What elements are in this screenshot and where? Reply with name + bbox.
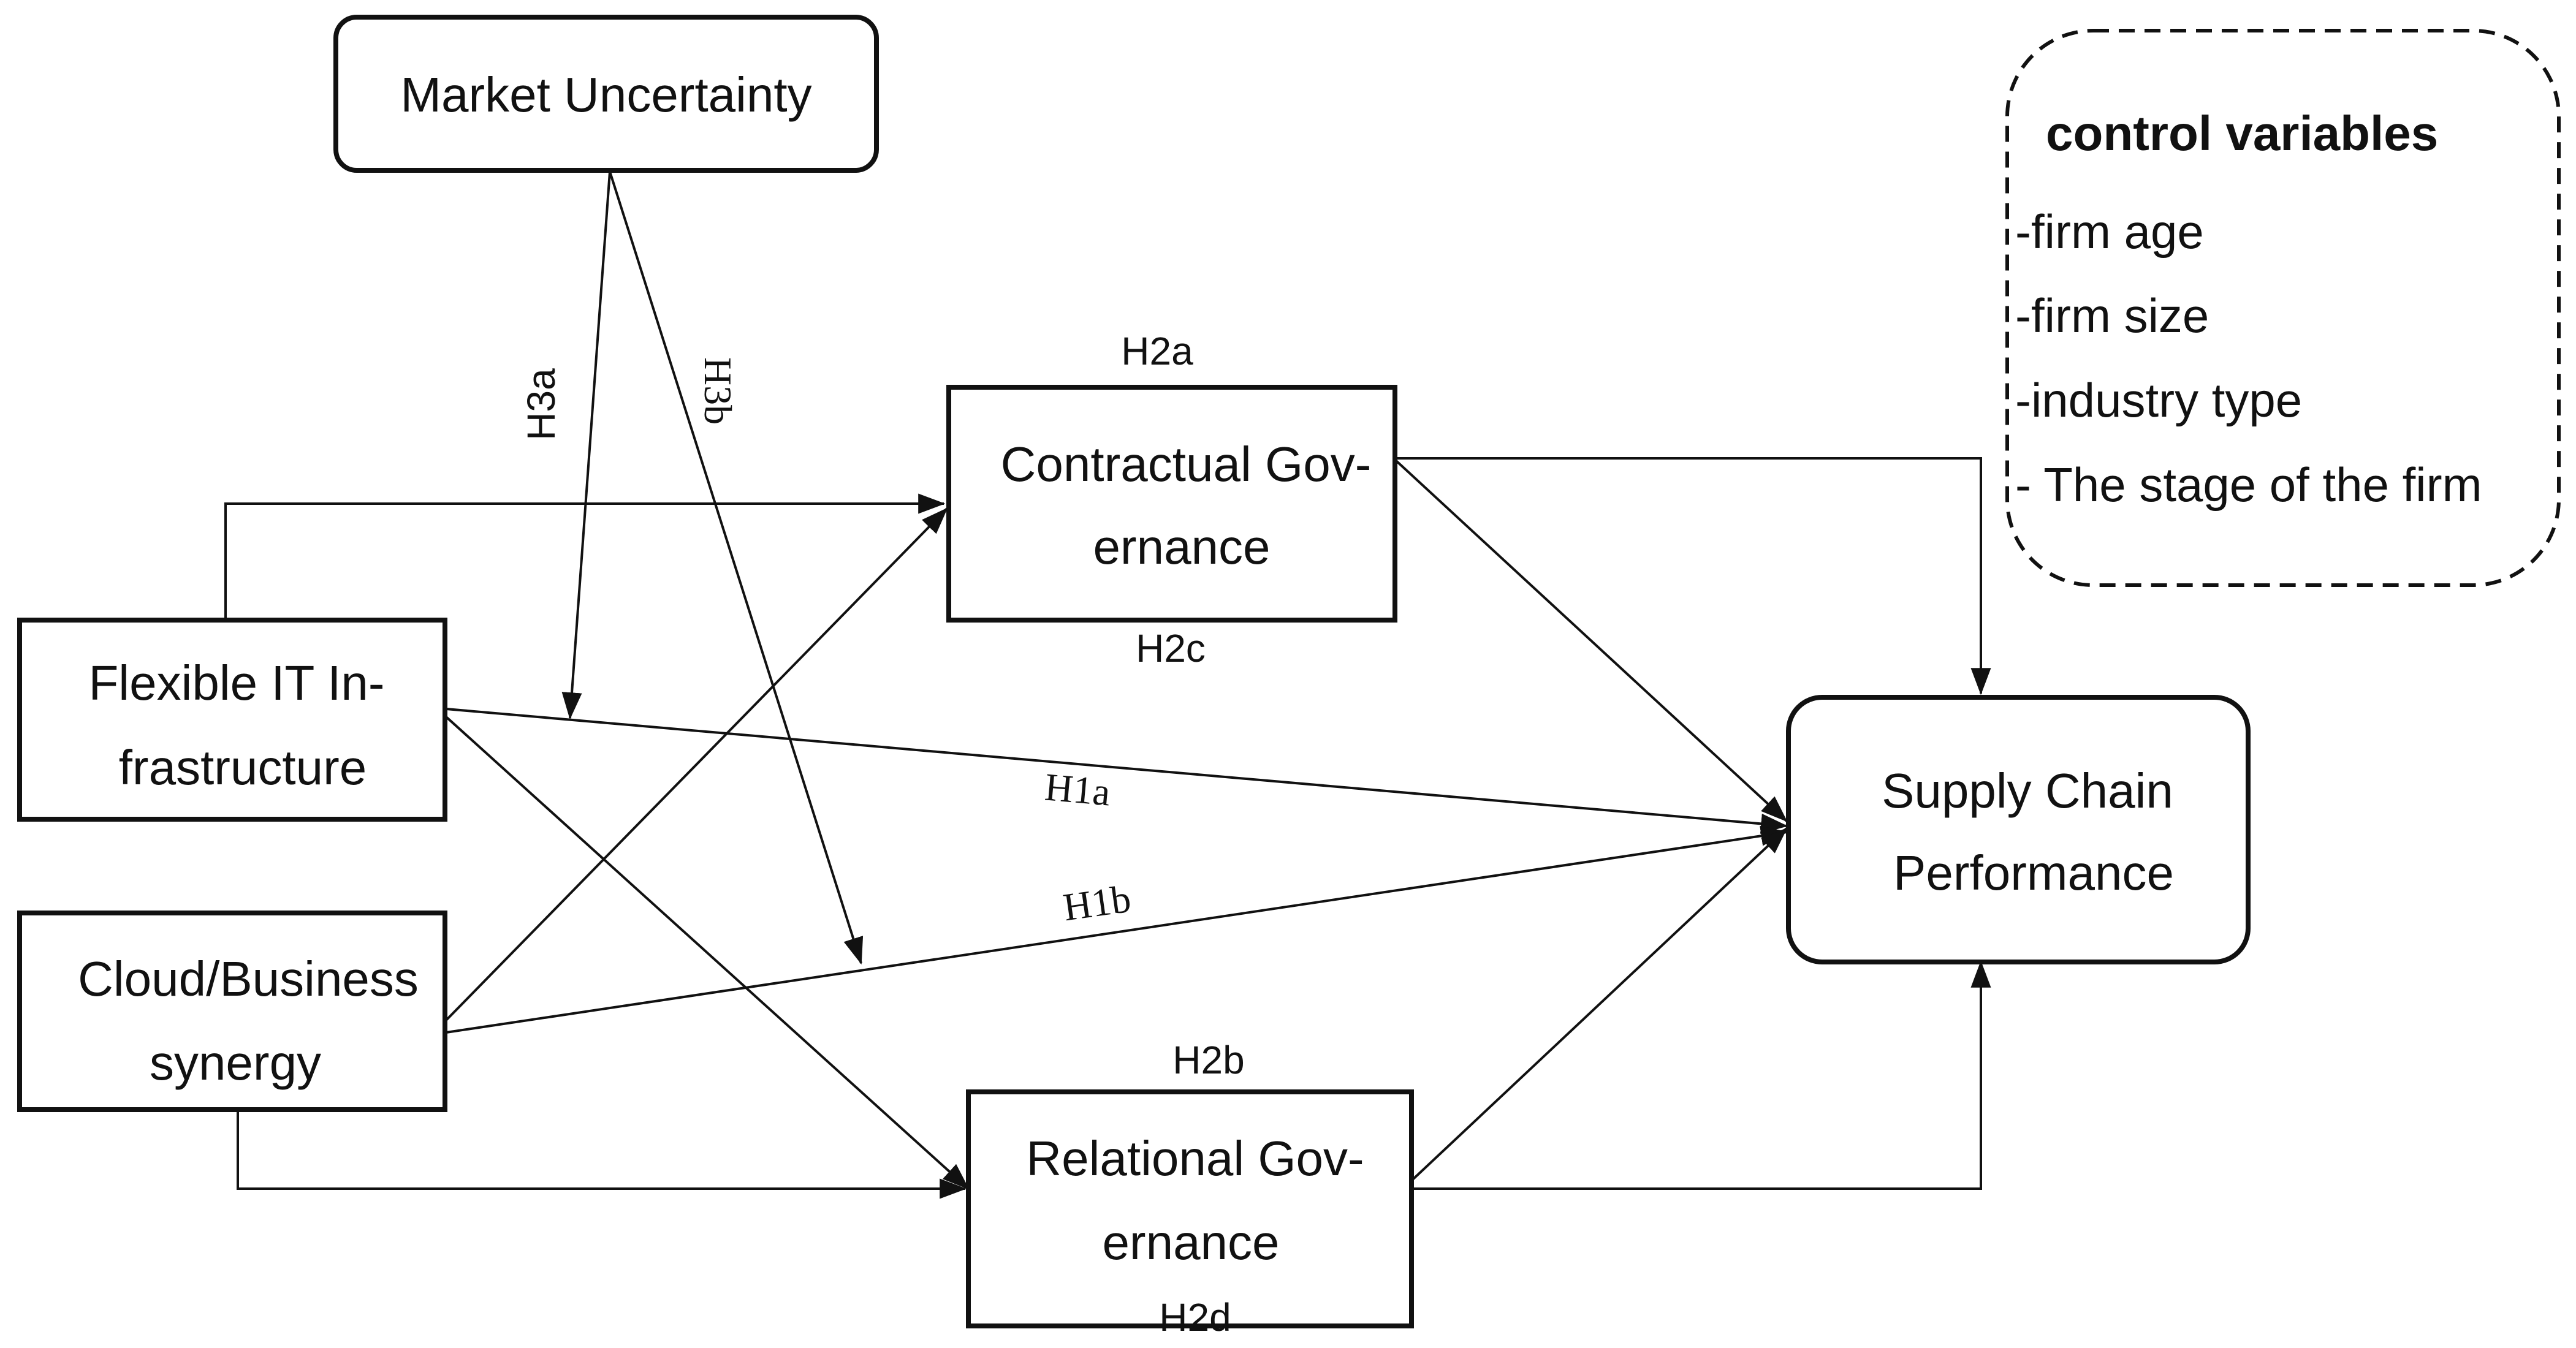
edge-flexible-it-to-supply-chain-h1a — [446, 708, 1788, 834]
node-flexible-it-infrastructure: Flexible IT In- frastructure — [17, 618, 447, 822]
control-variable-item: - The stage of the firm — [2015, 458, 2482, 512]
control-variable-item: -industry type — [2015, 373, 2302, 427]
node-market-uncertainty-label: Market Uncertainty — [400, 67, 811, 122]
edge-market-uncertainty-moderation-h3a — [561, 171, 611, 720]
node-flexible-it-label-line-2: frastructure — [119, 740, 367, 795]
node-contractual-governance: Contractual Gov- ernance — [946, 385, 1397, 623]
hypothesis-label-h2d: H2d — [1159, 1295, 1231, 1339]
control-variable-item: -firm size — [2015, 289, 2209, 343]
edge-cloud-business-to-contractual-governance — [445, 507, 948, 1021]
hypothesis-label-h1a: H1a — [1043, 765, 1112, 814]
edge-market-uncertainty-moderation-h3b — [609, 171, 864, 965]
node-cloud-business-synergy: Cloud/Business synergy — [17, 911, 447, 1112]
node-flexible-it-label-line-1: Flexible IT In- — [88, 656, 384, 710]
edge-flexible-it-to-contractual-governance — [224, 493, 946, 619]
node-relational-governance-label-line-1: Relational Gov- — [1026, 1131, 1364, 1186]
node-contractual-governance-label-line-1: Contractual Gov- — [1001, 437, 1372, 491]
hypothesis-label-h3b: H3b — [696, 357, 740, 425]
node-supply-chain-label-line-1: Supply Chain — [1882, 763, 2173, 818]
edge-relational-governance-to-supply-chain — [1411, 827, 1788, 1181]
control-variables-title: control variables — [2046, 106, 2438, 161]
control-variables-panel: control variables -firm age -firm size -… — [2005, 29, 2561, 587]
edge-relational-governance-to-supply-chain-bottom — [1413, 960, 1991, 1190]
node-relational-governance-label-line-2: ernance — [1102, 1215, 1279, 1270]
node-supply-chain-label-line-2: Performance — [1893, 846, 2174, 900]
edge-contractual-governance-to-supply-chain-top — [1396, 457, 1991, 695]
edge-cloud-business-to-relational-governance — [237, 1111, 967, 1199]
node-cloud-business-label-line-2: synergy — [150, 1036, 321, 1090]
node-market-uncertainty: Market Uncertainty — [333, 15, 879, 173]
node-contractual-governance-label-line-2: ernance — [1093, 520, 1270, 574]
hypothesis-label-h2a: H2a — [1121, 329, 1193, 373]
node-cloud-business-label-line-1: Cloud/Business — [78, 952, 419, 1006]
edge-contractual-governance-to-supply-chain — [1395, 460, 1788, 822]
edge-cloud-business-to-supply-chain-h1b — [446, 825, 1788, 1034]
hypothesis-label-h2b: H2b — [1172, 1038, 1244, 1082]
hypothesis-label-h2c: H2c — [1136, 626, 1206, 670]
edge-flexible-it-to-relational-governance — [445, 716, 970, 1190]
node-supply-chain-performance: Supply Chain Performance — [1786, 695, 2251, 964]
node-relational-governance: Relational Gov- ernance — [966, 1089, 1414, 1328]
hypothesis-label-h1b: H1b — [1060, 877, 1133, 930]
hypothesis-label-h3a: H3a — [519, 368, 563, 441]
control-variable-item: -firm age — [2015, 205, 2204, 259]
